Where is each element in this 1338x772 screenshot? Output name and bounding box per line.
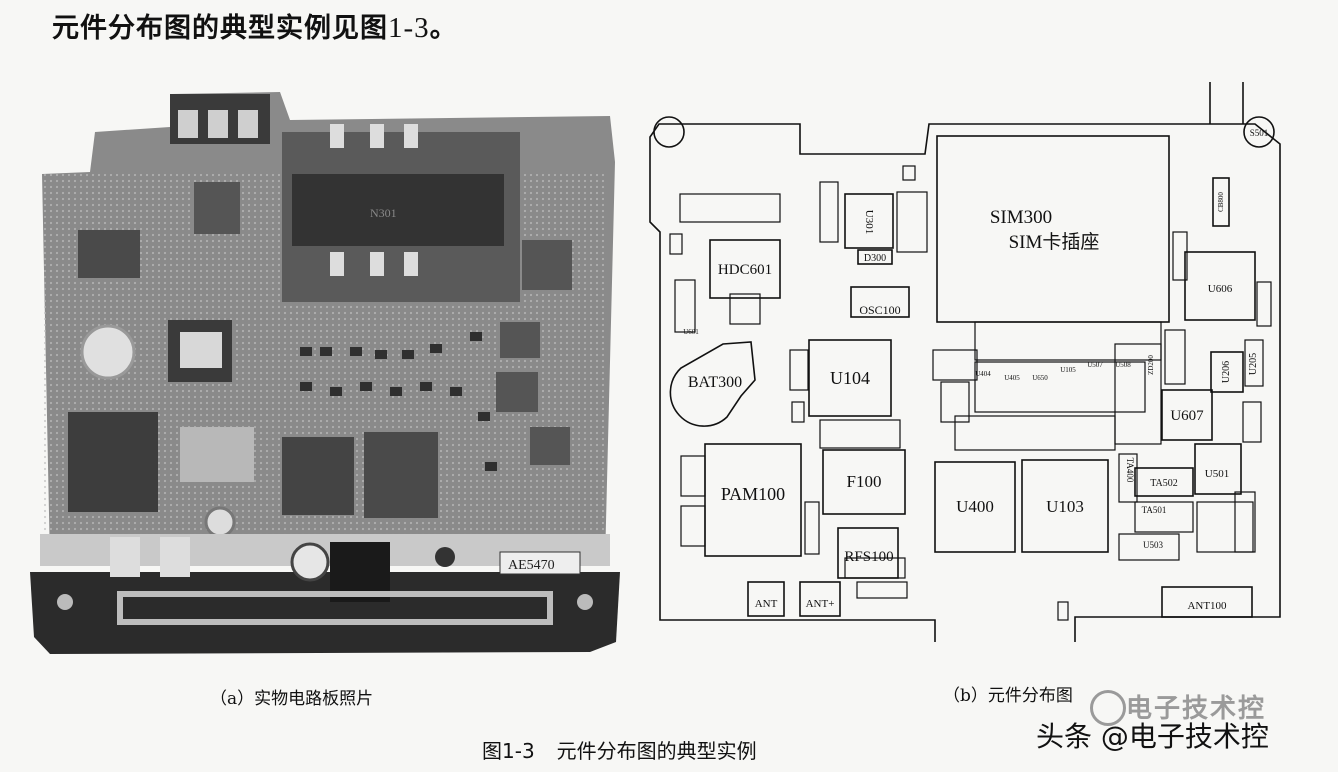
label-u205: U205 (1248, 353, 1259, 375)
label-u607: U607 (1170, 408, 1204, 424)
label-zd200: ZD200 (1147, 355, 1155, 375)
label-u507: U507 (1087, 361, 1103, 369)
caption-diagram: （b）元件分布图 (943, 686, 1073, 706)
figure-number: 图1-3 (482, 739, 535, 763)
watermark-line2: 头条 @电子技术控 (1036, 720, 1269, 753)
label-ta400: TA400 (1125, 458, 1135, 483)
label-f100: F100 (847, 472, 882, 491)
watermark-line1: 电子技术控 (1126, 694, 1267, 724)
label-sim300: SIM300 (990, 207, 1052, 228)
caption-photo: （a）实物电路板照片 (210, 689, 374, 709)
label-u508: U508 (1115, 361, 1131, 369)
label-pam100: PAM100 (721, 484, 785, 504)
label-ta502: TA502 (1150, 478, 1178, 489)
label-u503: U503 (1143, 540, 1163, 550)
label-bat300: BAT300 (688, 374, 742, 391)
label-u606: U606 (1208, 283, 1233, 295)
label-rfs100: RFS100 (844, 549, 893, 565)
sim-holder-marking: N301 (370, 206, 397, 220)
label-sim-slot: SIM卡插座 (1009, 231, 1100, 253)
figure-title: 元件分布图的典型实例 (556, 739, 757, 763)
label-ant100: ANT100 (1187, 600, 1227, 612)
label-u301: U301 (863, 210, 875, 234)
label-osc100: OSC100 (859, 303, 900, 317)
connector-label: AE5470 (508, 558, 555, 573)
label-hdc601: HDC601 (718, 262, 772, 278)
figure-caption: 图1-3 元件分布图的典型实例 (482, 735, 757, 764)
label-ta501: TA501 (1142, 505, 1167, 515)
section-heading: 元件分布图的典型实例见图1-3。 (52, 6, 458, 45)
label-u105: U105 (1060, 366, 1076, 374)
label-u400: U400 (956, 497, 994, 516)
label-ant-plus: ANT+ (806, 598, 835, 610)
label-u206: U206 (1221, 361, 1232, 383)
label-u501: U501 (1205, 468, 1229, 480)
label-u650: U650 (1032, 374, 1048, 382)
label-u405: U405 (1004, 374, 1020, 382)
label-u103: U103 (1046, 497, 1084, 516)
label-d300: D300 (864, 253, 886, 264)
heading-figure-ref: 1-3 (388, 12, 430, 44)
label-u404: U404 (975, 370, 991, 378)
component-layout-diagram: SIM300 SIM卡插座 HDC601 U301 D300 OSC100 U1… (649, 82, 1281, 642)
watermark-icon (1090, 690, 1126, 726)
label-cb800: CB800 (1217, 192, 1225, 212)
heading-end: 。 (429, 13, 458, 44)
heading-text: 元件分布图的典型实例见图 (52, 13, 388, 44)
label-s501: S501 (1250, 128, 1269, 138)
label-u104: U104 (830, 368, 870, 388)
circuit-board-photo: N301 AE5470 (30, 92, 620, 654)
label-u601: U601 (683, 328, 699, 336)
label-ant: ANT (755, 598, 778, 610)
